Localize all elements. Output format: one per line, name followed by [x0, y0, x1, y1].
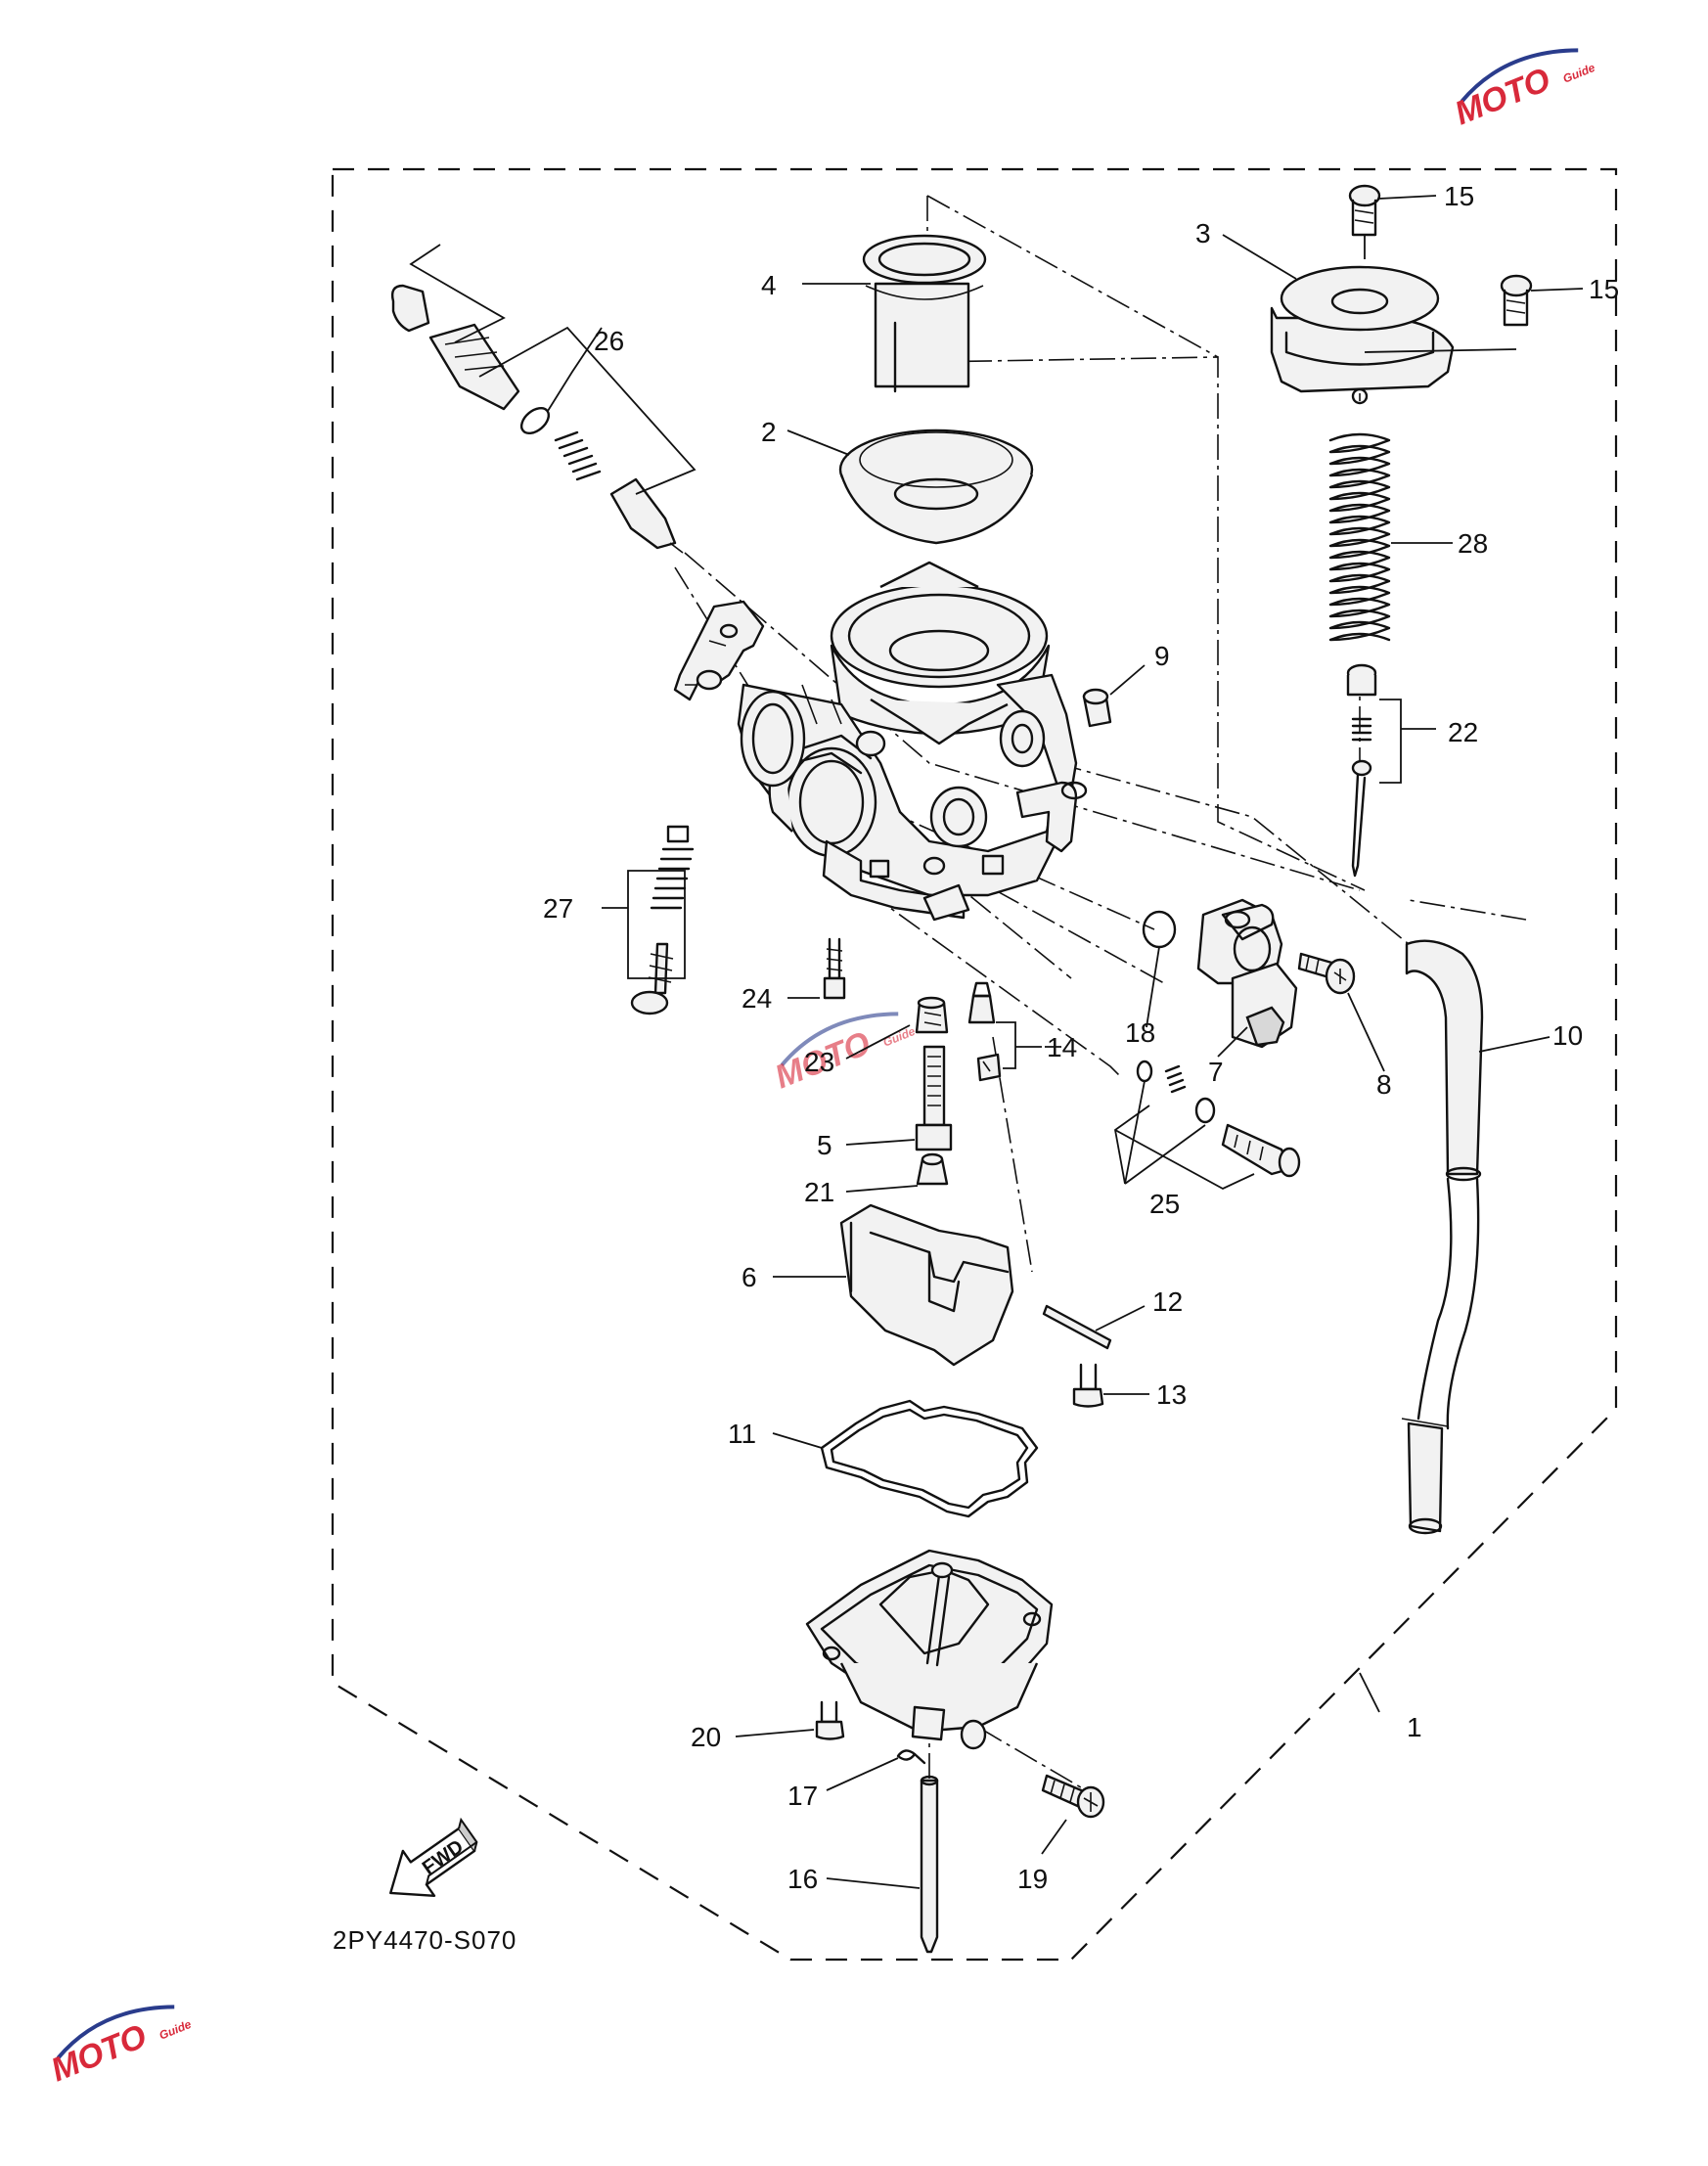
callout-18: 18 [1125, 1017, 1155, 1048]
part-2-diaphragm [838, 429, 1034, 545]
callout-4: 4 [761, 270, 777, 300]
part-7-starter-unit [1196, 898, 1298, 1049]
callout-1: 1 [1407, 1712, 1422, 1742]
part-27-throttle-stop-screw [630, 825, 695, 1015]
watermark-text: MOTO [1450, 61, 1555, 132]
part-6-float [839, 1203, 1014, 1367]
callout-17: 17 [787, 1781, 818, 1811]
part-8-screw [1297, 952, 1356, 995]
watermark-logo-top-right: MOTO Guide [1450, 48, 1597, 132]
part-23-jet [915, 996, 949, 1034]
part-17-clip [896, 1749, 926, 1765]
callout-13: 13 [1156, 1379, 1187, 1410]
leader-lines [409, 195, 1584, 1889]
watermark-logo-center: MOTO Guide [770, 1012, 918, 1096]
callout-labels: 1 2 3 4 5 6 7 8 9 10 11 12 13 14 15 15 1… [543, 181, 1619, 1894]
callout-24: 24 [742, 983, 772, 1014]
callout-5: 5 [817, 1130, 832, 1160]
part-4-top-cap [862, 234, 987, 393]
callout-19: 19 [1017, 1864, 1048, 1894]
part-3-top-cover [1270, 265, 1455, 405]
part-13-screw [1072, 1363, 1104, 1408]
part-18-o-ring [1142, 910, 1177, 949]
callout-2: 2 [761, 417, 777, 447]
part-11-gasket [820, 1399, 1039, 1518]
part-22-jet-needle-set [1346, 663, 1377, 878]
callout-11: 11 [728, 1419, 756, 1449]
callout-23: 23 [804, 1047, 834, 1077]
watermark-subtext: Guide [1561, 61, 1597, 86]
callout-12: 12 [1152, 1286, 1183, 1317]
part-9-cap [1082, 688, 1112, 728]
part-21-main-jet [916, 1152, 949, 1186]
watermark-subtext: Guide [157, 2017, 194, 2043]
part-15-screw-b [1500, 274, 1533, 327]
part-24-screw [823, 937, 846, 1000]
callout-21: 21 [804, 1177, 834, 1207]
part-25-air-screw-set [1136, 1060, 1301, 1178]
part-19-drain-screw [1041, 1774, 1105, 1819]
part-10-hose [1401, 939, 1484, 1535]
part-20-screw [815, 1700, 845, 1740]
watermark-text: MOTO [46, 2017, 152, 2089]
part-5-needle-jet [915, 1045, 953, 1151]
part-14-float-needle [967, 981, 1002, 1082]
part-26-pilot-screw-set [390, 284, 684, 554]
fwd-arrow-icon: FWD [389, 1817, 478, 1898]
callout-27: 27 [543, 893, 573, 924]
watermark-logo-bottom-left: MOTO Guide [46, 2005, 194, 2089]
callout-16: 16 [787, 1864, 818, 1894]
callout-3: 3 [1195, 218, 1211, 248]
callout-7: 7 [1208, 1057, 1224, 1087]
callout-8: 8 [1376, 1069, 1392, 1100]
callout-25: 25 [1149, 1189, 1180, 1219]
callout-10: 10 [1552, 1020, 1583, 1051]
part-28-spring [1328, 432, 1391, 642]
part-15-screw-a [1348, 184, 1381, 237]
callout-6: 6 [742, 1262, 757, 1292]
part-16-drain-hose [920, 1775, 939, 1954]
assembly-boundary [331, 167, 1618, 1962]
callout-28: 28 [1458, 528, 1488, 559]
callout-15-top: 15 [1444, 181, 1474, 211]
callout-14: 14 [1047, 1032, 1077, 1062]
diagram-code: 2PY4470-S070 [333, 1925, 517, 1955]
callout-26: 26 [594, 326, 624, 356]
carburetor-body [673, 561, 1088, 922]
part-12-float-pin [1042, 1304, 1112, 1350]
callout-15-right: 15 [1589, 274, 1619, 304]
callout-20: 20 [691, 1722, 721, 1752]
callout-9: 9 [1154, 641, 1170, 671]
callout-22: 22 [1448, 717, 1478, 747]
float-bowl [805, 1549, 1054, 1750]
